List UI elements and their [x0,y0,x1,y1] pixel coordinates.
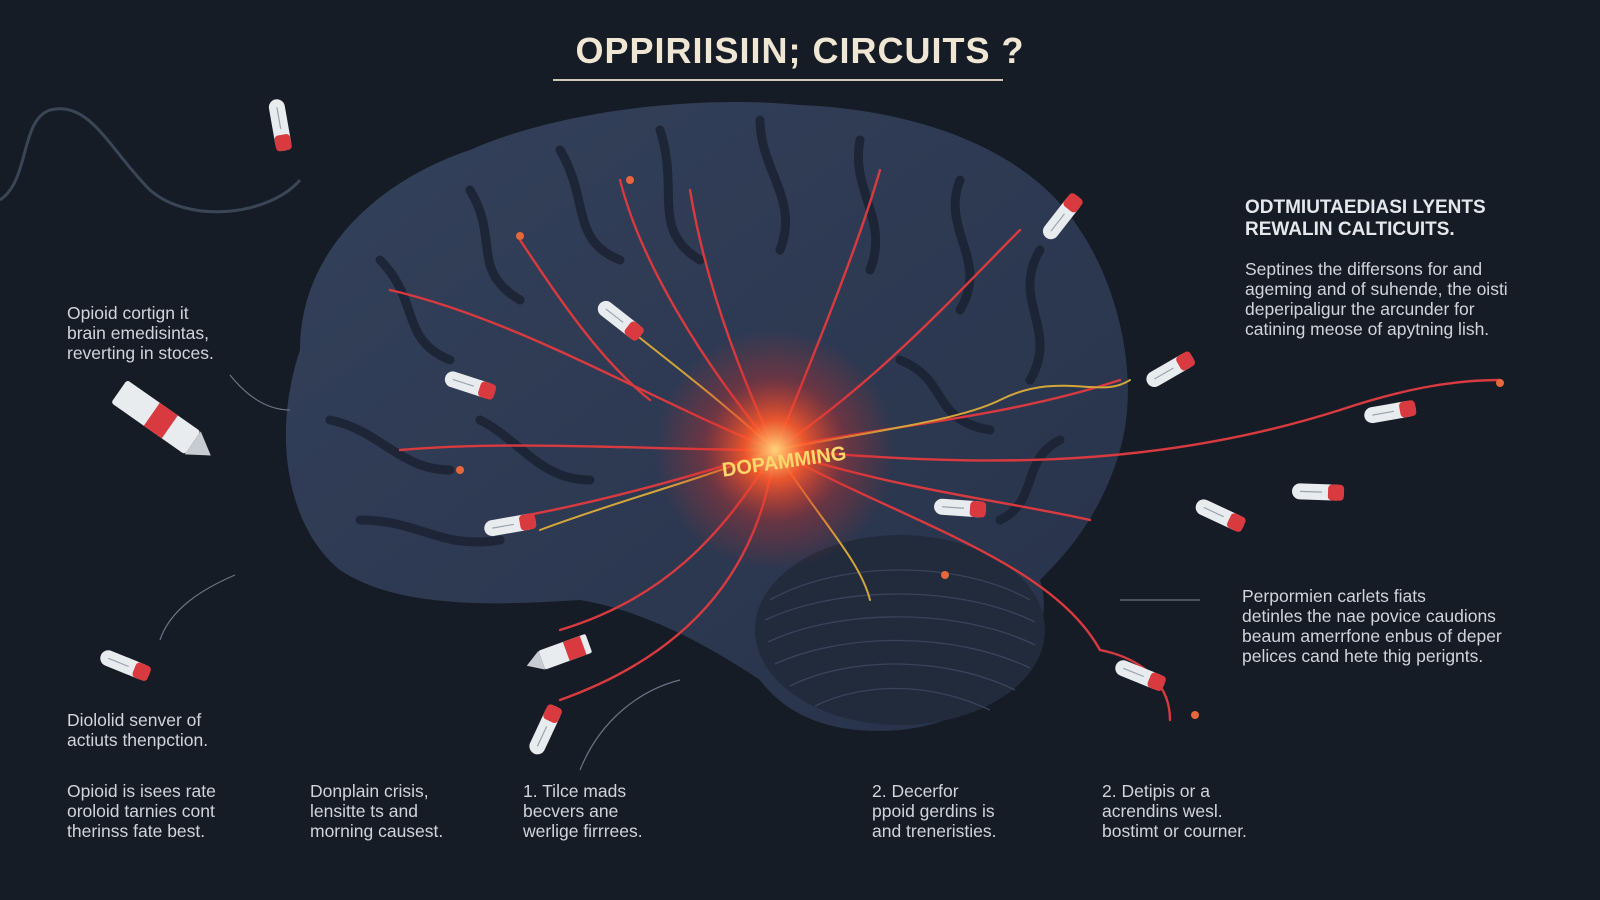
bottom-note-2: Donplain crisis, lensitte ts and morning… [310,781,444,841]
bottom-note-5: 2. Detipis or a acrendins wesl. bostimt … [1102,781,1247,841]
left-note-1: Opioid cortign it brain emedisintas, rev… [67,303,214,363]
cord-line [0,107,302,214]
left-note-2: Diololid senver of actiuts thenpction. [67,710,209,750]
pathway-nodes [456,176,1504,719]
syringe-icon [112,381,592,670]
annotation-pointers [159,374,1200,771]
bottom-note-3: 1. Tilce mads becvers ane werlige firrre… [523,781,643,841]
bottom-note-1: Opioid is isees rate oroloid tarnies con… [67,781,216,841]
right-heading: ODTMIUTAEDIASI LYENTS REWALIN CALTICUITS… [1245,197,1486,240]
title-underline [553,79,1003,81]
right-note-1: Septines the differsons for and ageming … [1245,259,1508,339]
bottom-note-4: 2. Decerfor ppoid gerdins is and treneri… [872,781,997,841]
page-title: OPPIRIISIIN; CIRCUITS ? [575,30,1025,71]
dopamine-glow [655,330,895,570]
cerebellum-lines [764,569,1036,711]
brain-folds [325,115,1065,547]
right-note-2: Perpormien carlets fiats detinles the na… [1242,586,1502,666]
